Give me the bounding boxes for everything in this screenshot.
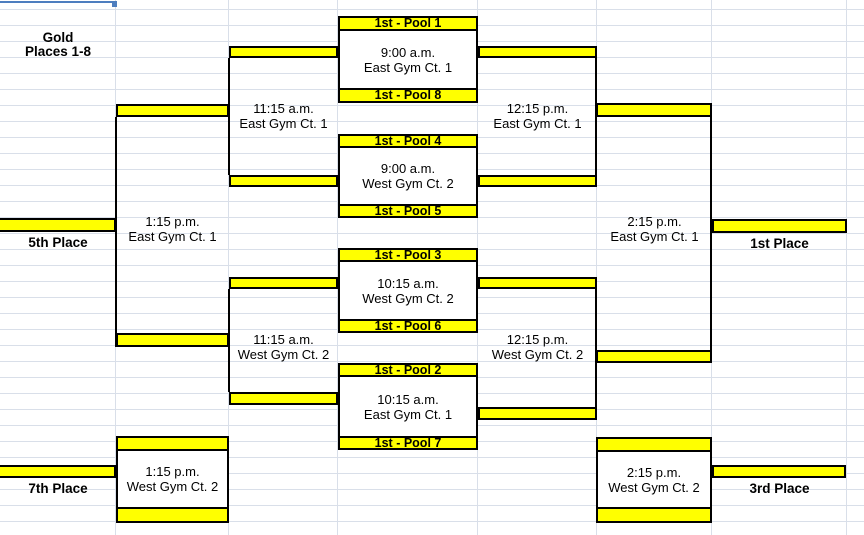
seed-label-pool1: 1st - Pool 1 [338,16,478,31]
game-venue: East Gym Ct. 1 [128,229,217,244]
game-time: 1:15 p.m. [145,464,200,479]
game-venue: West Gym Ct. 2 [126,479,219,494]
seed-label-pool3: 1st - Pool 3 [338,248,478,262]
label-right-semi-1: 12:15 p.m. East Gym Ct. 1 [478,101,597,131]
bar-right-semi-2-winner [596,350,712,363]
label-left-semi-2: 11:15 a.m. West Gym Ct. 2 [229,332,338,362]
match-box-3rd-place-game: 2:15 p.m. West Gym Ct. 2 [596,437,712,523]
seed-label-pool8: 1st - Pool 8 [338,88,478,103]
bar-match1-right [478,46,597,58]
bar-match3-left [229,277,338,289]
bar-left-semi-2-winner [116,333,229,347]
game-time: 12:15 p.m. [506,101,569,116]
bracket-title: Gold Places 1-8 [0,31,116,59]
game-venue: West Gym Ct. 2 [491,347,584,362]
game-time: 11:15 a.m. [253,101,314,116]
bar-7th-game-bottom [118,507,227,521]
game-4-info: 10:15 a.m. East Gym Ct. 1 [338,377,478,436]
seed-label-pool5: 1st - Pool 5 [338,204,478,218]
label-left-semi-1: 11:15 a.m. East Gym Ct. 1 [229,101,338,131]
bar-3rd-game-bottom [598,507,710,521]
place-label-3rd: 3rd Place [749,481,810,496]
grid-vertical-line [596,0,597,535]
bar-3rd-game-top [598,439,710,452]
game-time: 2:15 p.m. [627,214,682,229]
bar-match2-left [229,175,338,187]
bar-match4-right [478,407,597,420]
bar-match2-right [478,175,597,187]
label-left-final-1: 1:15 p.m. East Gym Ct. 1 [116,214,229,244]
label-right-final-2: 2:15 p.m. West Gym Ct. 2 [598,452,710,507]
line-championship [710,117,712,351]
grid-vertical-line [846,0,847,535]
place-label-7th: 7th Place [28,481,88,496]
grid-vertical-line [337,0,338,535]
line-5th-place-game [115,117,117,347]
bar-3rd-place [712,465,846,478]
game-time: 1:15 p.m. [145,214,200,229]
match-box-pools-1-8: 1st - Pool 1 9:00 a.m. East Gym Ct. 1 1s… [338,16,478,103]
label-right-semi-2: 12:15 p.m. West Gym Ct. 2 [478,332,597,362]
bar-1st-place [712,219,847,233]
seed-label-pool6: 1st - Pool 6 [338,319,478,333]
game-2-info: 9:00 a.m. West Gym Ct. 2 [338,148,478,204]
game-3-info: 10:15 a.m. West Gym Ct. 2 [338,262,478,319]
line-left-semi-1 [228,58,230,175]
match-box-pools-3-6: 1st - Pool 3 10:15 a.m. West Gym Ct. 2 1… [338,248,478,333]
seed-label-pool2: 1st - Pool 2 [338,363,478,377]
game-time: 11:15 a.m. [253,332,314,347]
label-right-final-1: 2:15 p.m. East Gym Ct. 1 [597,214,712,244]
place-label-5th: 5th Place [28,235,88,250]
bar-match1-left [229,46,338,58]
selection-border [0,1,117,3]
selection-handle[interactable] [112,2,117,7]
game-time: 2:15 p.m. [626,464,682,480]
game-venue: East Gym Ct. 1 [610,229,699,244]
seed-label-pool7: 1st - Pool 7 [338,436,478,450]
bar-left-semi-1-winner [116,104,229,117]
game-time: 12:15 p.m. [506,332,569,347]
game-venue: West Gym Ct. 2 [362,176,454,191]
game-time: 10:15 a.m. [377,391,439,407]
place-label-1st: 1st Place [750,236,809,251]
bracket-title-line1: Gold [42,30,74,45]
bar-5th-place [0,218,116,232]
game-time: 9:00 a.m. [380,44,436,60]
match-box-7th-place-game: 1:15 p.m. West Gym Ct. 2 [116,436,229,523]
label-left-final-2: 1:15 p.m. West Gym Ct. 2 [118,451,227,507]
line-left-semi-2 [228,289,230,392]
game-venue: West Gym Ct. 2 [362,290,454,306]
bracket-title-line2: Places 1-8 [24,44,92,59]
seed-label-pool4: 1st - Pool 4 [338,134,478,148]
bar-match3-right [478,277,597,289]
game-venue: East Gym Ct. 1 [239,116,328,131]
game-venue: East Gym Ct. 1 [363,406,453,422]
bar-7th-game-top [118,438,227,451]
bar-7th-place [0,465,116,478]
game-1-info: 9:00 a.m. East Gym Ct. 1 [338,31,478,88]
game-venue: West Gym Ct. 2 [237,347,330,362]
game-venue: West Gym Ct. 2 [608,479,700,495]
game-venue: East Gym Ct. 1 [493,116,582,131]
line-right-semi-2 [595,289,597,407]
match-box-pools-2-7: 1st - Pool 2 10:15 a.m. East Gym Ct. 1 1… [338,363,478,450]
game-time: 10:15 a.m. [377,275,439,291]
bar-right-semi-1-winner [596,103,712,117]
game-venue: East Gym Ct. 1 [363,59,453,75]
grid-vertical-line [228,0,229,535]
bar-match4-left [229,392,338,405]
game-time: 9:00 a.m. [380,161,436,176]
match-box-pools-4-5: 1st - Pool 4 9:00 a.m. West Gym Ct. 2 1s… [338,134,478,218]
